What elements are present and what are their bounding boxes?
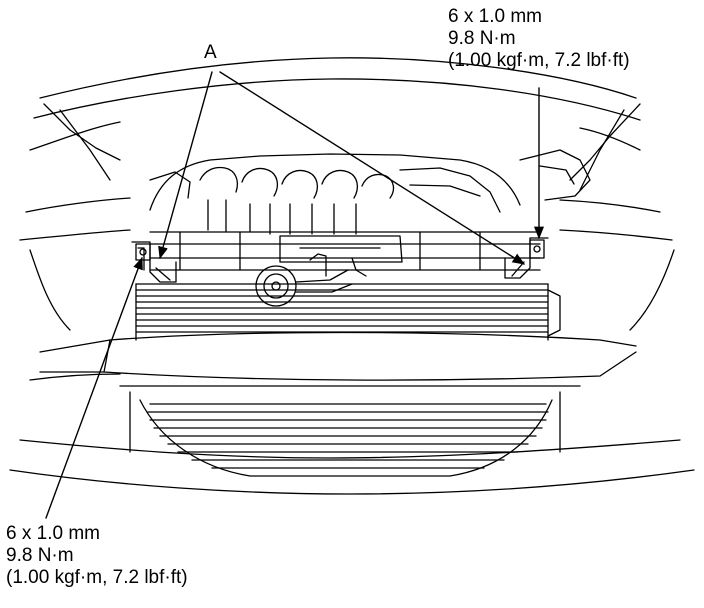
torque-callout-top-right: 6 x 1.0 mm 9.8 N·m (1.00 kgf·m, 7.2 lbf·…	[448, 6, 630, 72]
bumper-beam	[29, 331, 637, 453]
engine-bay-outline	[19, 57, 675, 331]
leader-a-to-left-bracket	[158, 71, 213, 260]
torque-nm-label: 9.8 N·m	[448, 28, 516, 49]
lower-grille	[9, 399, 695, 495]
torque-alt-label: (1.00 kgf·m, 7.2 lbf·ft)	[448, 50, 630, 71]
part-label-a: A	[204, 42, 217, 63]
leader-lines	[45, 71, 545, 519]
torque-nm-label: 9.8 N·m	[6, 545, 74, 566]
bolt-size-label: 6 x 1.0 mm	[6, 523, 100, 544]
left-mounting-bracket	[131, 241, 177, 283]
torque-alt-label: (1.00 kgf·m, 7.2 lbf·ft)	[6, 567, 188, 588]
bolt-size-label: 6 x 1.0 mm	[448, 6, 542, 27]
torque-callout-bottom-left: 6 x 1.0 mm 9.8 N·m (1.00 kgf·m, 7.2 lbf·…	[6, 523, 188, 589]
leader-a-to-right-bracket	[219, 71, 526, 265]
radiator-support	[149, 231, 541, 271]
leader-bottom-left-bolt	[45, 256, 143, 519]
right-mounting-bracket	[504, 237, 549, 279]
radiator-core	[135, 283, 561, 341]
engine-block	[149, 149, 591, 235]
